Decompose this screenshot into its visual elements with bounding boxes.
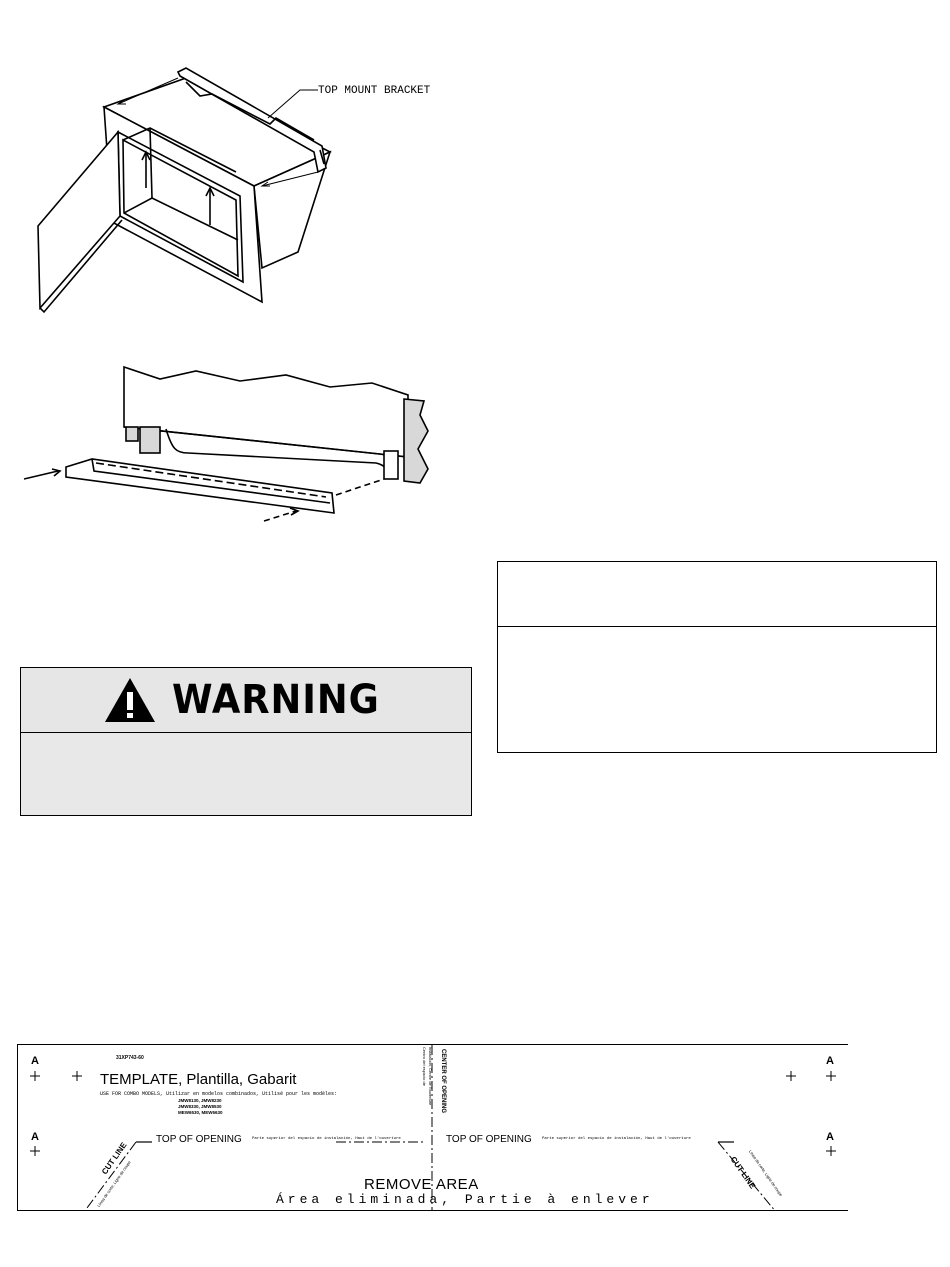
corner-marker-a: A bbox=[826, 1131, 834, 1143]
center-of-opening-label: CENTER OF OPENING bbox=[440, 1049, 446, 1114]
top-of-opening-sub: Parte superior del espacio de instalació… bbox=[252, 1137, 401, 1141]
template-part-number: 31XP743-60 bbox=[116, 1055, 144, 1061]
corner-marker-a: A bbox=[31, 1131, 39, 1143]
warning-header: WARNING bbox=[21, 668, 471, 733]
template-model-line: JMW8330, JMW8530 bbox=[178, 1104, 222, 1109]
note-box-header bbox=[498, 562, 936, 627]
note-box bbox=[497, 561, 937, 753]
template-model-line: MEW6530, MEW6630 bbox=[178, 1110, 223, 1115]
center-of-opening-sub: instalación, Centre de l'ouverture bbox=[428, 1047, 433, 1106]
template-model-line: JMW8130, JMW8230 bbox=[178, 1098, 222, 1103]
bracket-callout-label: TOP MOUNT BRACKET bbox=[318, 85, 431, 97]
corner-marker-a: A bbox=[826, 1055, 834, 1067]
top-mount-bracket-figure: TOP MOUNT BRACKET bbox=[37, 67, 431, 314]
corner-marker-a: A bbox=[31, 1055, 39, 1067]
warning-box: WARNING bbox=[20, 667, 472, 816]
top-of-opening-label: TOP OF OPENING bbox=[156, 1134, 242, 1145]
top-of-opening-sub: Parte superior del espacio de instalació… bbox=[542, 1137, 691, 1141]
top-of-opening-label: TOP OF OPENING bbox=[446, 1134, 532, 1145]
remove-area-label: REMOVE AREA bbox=[364, 1176, 479, 1193]
warning-triangle-icon bbox=[105, 678, 156, 722]
warning-title: WARNING bbox=[172, 677, 380, 723]
template-lines bbox=[30, 1045, 836, 1210]
template-title: TEMPLATE, Plantilla, Gabarit bbox=[100, 1071, 297, 1088]
template-usage-note: USE FOR COMBO MODELS, Utilizar en modelo… bbox=[100, 1091, 338, 1097]
center-of-opening-sub: Centro del espacio de bbox=[422, 1047, 427, 1086]
cutout-template: A A A A 31XP743-60 TEMPLATE, Plantilla, … bbox=[17, 1044, 848, 1211]
bottom-trim-figure bbox=[23, 365, 429, 522]
remove-area-sub: Área eliminada, Partie à enlever bbox=[276, 1192, 654, 1207]
